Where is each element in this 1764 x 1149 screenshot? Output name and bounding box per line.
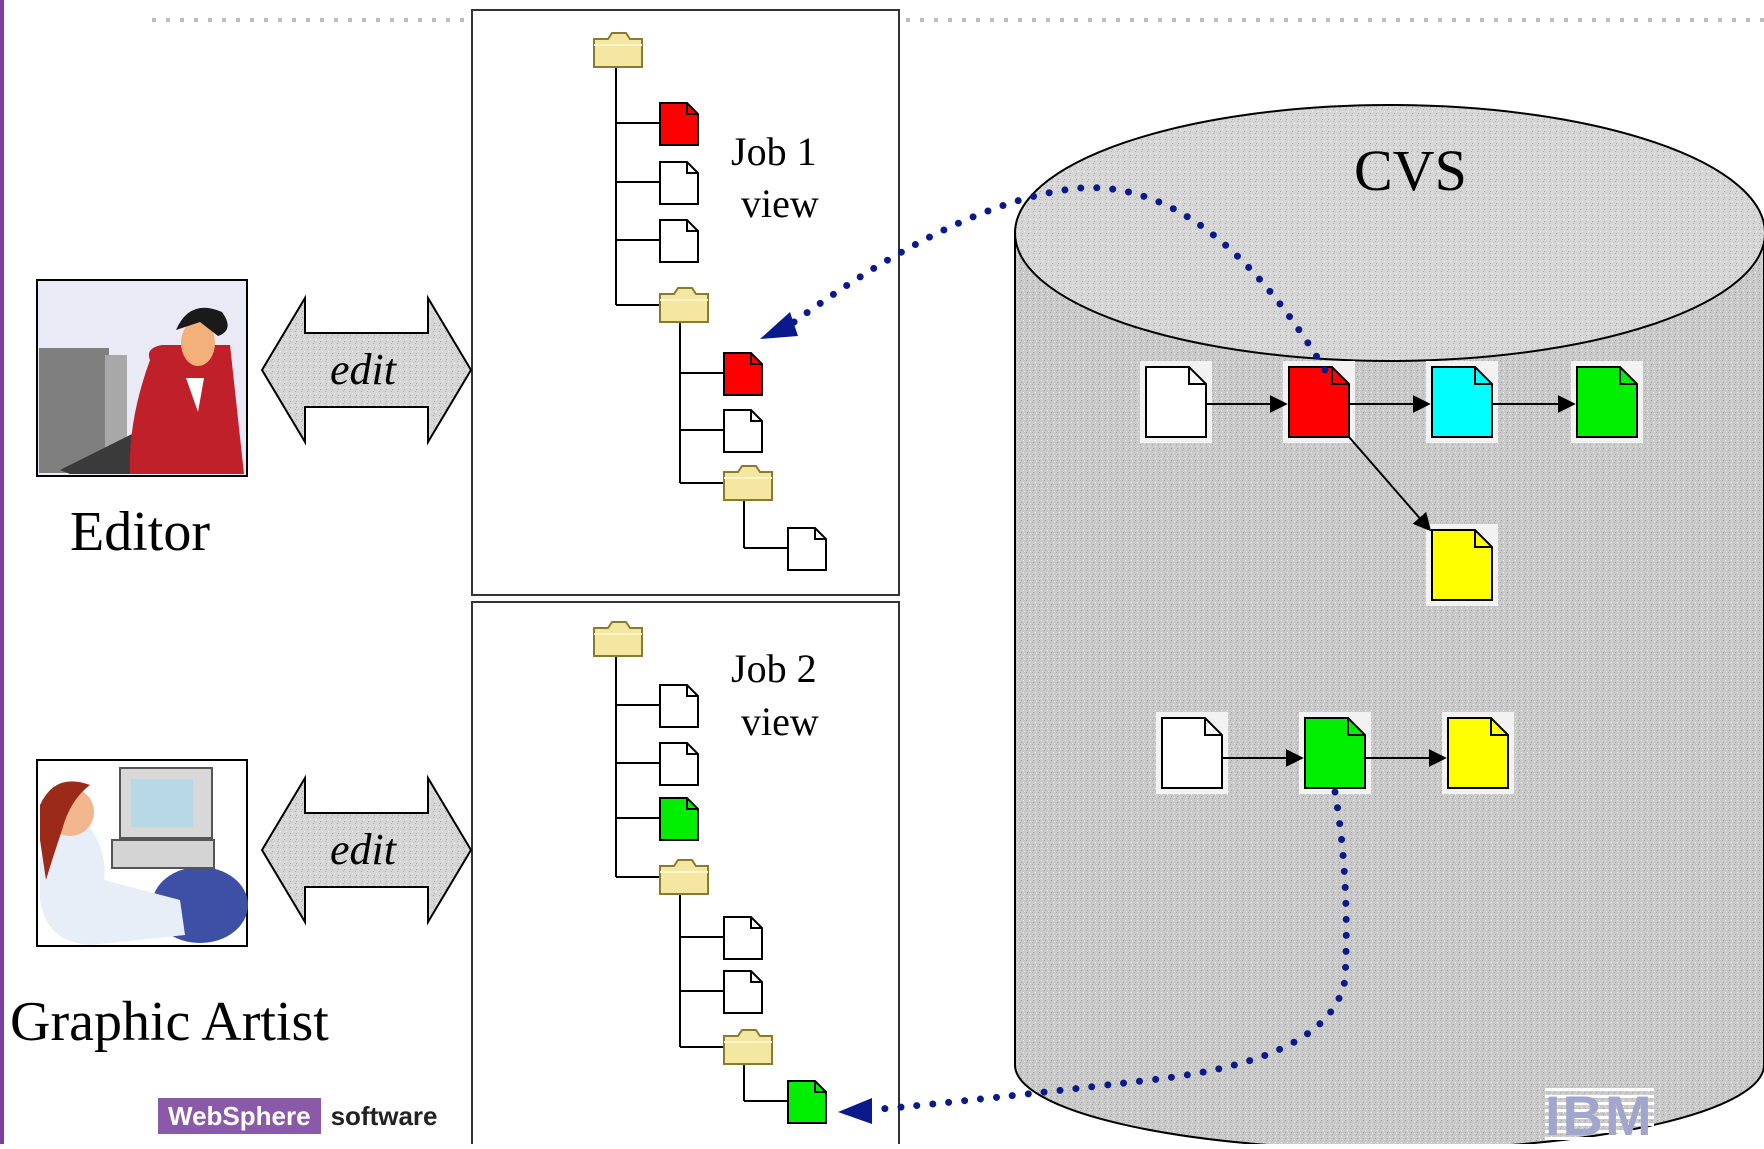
checkout-connector-top [786, 184, 1329, 374]
graphic-artist-label: Graphic Artist [10, 991, 329, 1053]
job2-subfile-icon [723, 970, 763, 1014]
job1-view-title-line2: view [741, 181, 819, 226]
websphere-brand-logo: WebSphere software [158, 1098, 448, 1134]
cvs-version-white-icon [1140, 361, 1212, 443]
job1-view-title-line1: Job 1 [731, 129, 817, 174]
cvs-version-yellow-icon-2 [1442, 712, 1514, 794]
cvs-version-cyan-icon [1426, 361, 1498, 443]
tree-connector-lines [615, 67, 788, 1102]
checkout-arrowhead-bottom [838, 1098, 872, 1124]
cvs-version-green-icon-2 [1299, 712, 1371, 794]
edit-label-bottom: edit [330, 825, 396, 874]
cvs-version-red-icon [1283, 361, 1355, 443]
job2-root-folder-icon [593, 621, 643, 657]
job2-file-icon [659, 742, 699, 786]
job1-root-folder-icon [593, 32, 643, 68]
job2-subfolder-icon [659, 859, 709, 895]
cvs-branch-yellow-icon [1426, 524, 1498, 606]
job2-view-title-line1: Job 2 [731, 646, 817, 691]
editor-label: Editor [70, 501, 210, 563]
job2-view-title-line2: view [741, 699, 819, 744]
job1-file-icon [659, 161, 699, 205]
job1-nested-file-icon [787, 527, 827, 571]
job2-file-icon [659, 684, 699, 728]
job1-file-red-icon [659, 102, 699, 146]
checkout-arrowhead-top [760, 312, 798, 339]
job1-subfile-red-icon [723, 352, 763, 396]
job1-subfolder-icon [659, 287, 709, 323]
accent-strip [0, 0, 4, 1144]
websphere-brand-name: WebSphere [158, 1098, 321, 1134]
job1-nested-folder-icon [723, 465, 773, 501]
edit-arrow-top [260, 294, 473, 446]
editor-person-illustration [36, 279, 248, 477]
ibm-logo: IBM [1545, 1084, 1654, 1147]
edit-label-top: edit [330, 345, 396, 394]
job1-file-icon [659, 219, 699, 263]
job1-subfile-icon [723, 409, 763, 453]
job2-file-green-icon [659, 797, 699, 841]
edit-arrow-bottom [260, 774, 473, 926]
cvs-repository-cylinder [1014, 104, 1764, 1149]
cvs-version-green-icon [1571, 361, 1643, 443]
file-icons-layer [593, 32, 1643, 1124]
cvs-label: CVS [1354, 138, 1467, 203]
cvs-branch-arrow [1348, 436, 1432, 532]
websphere-brand-suffix: software [320, 1098, 448, 1134]
graphic-artist-person-illustration [36, 759, 248, 947]
job2-subfile-icon [723, 916, 763, 960]
job2-nested-folder-icon [723, 1029, 773, 1065]
cvs-version-white-icon-2 [1156, 712, 1228, 794]
job2-nested-file-green-icon [787, 1080, 827, 1124]
